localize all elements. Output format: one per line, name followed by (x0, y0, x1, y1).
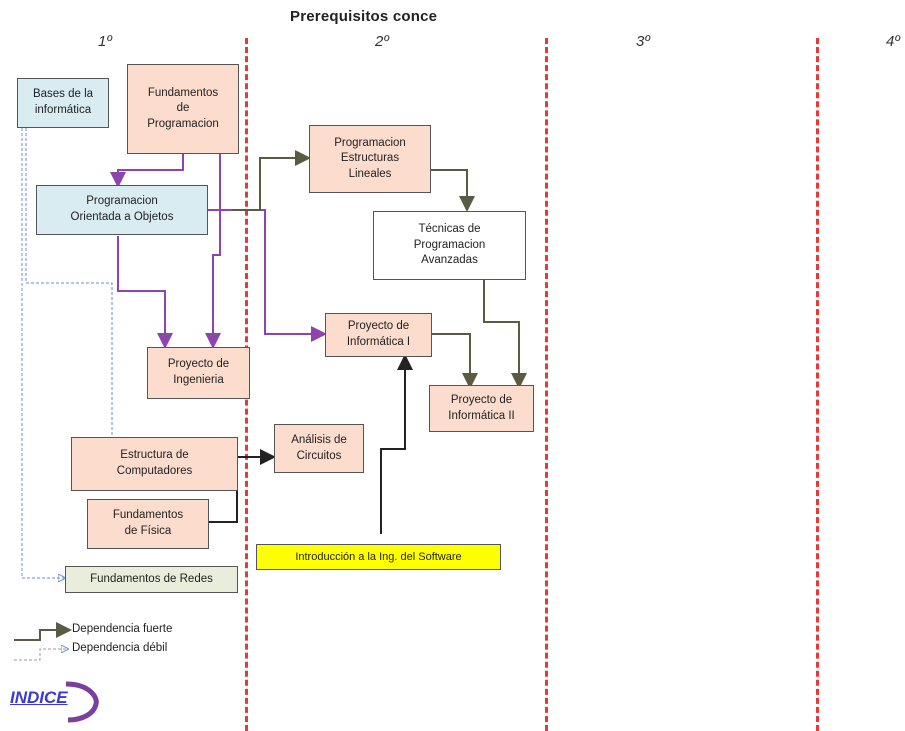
node-tecnicas-programacion: Técnicas de Programacion Avanzadas (373, 211, 526, 280)
node-programacion-estructuras: Programacion Estructuras Lineales (309, 125, 431, 193)
node-fundamentos-programacion: Fundamentos de Programacion (127, 64, 239, 154)
indice-arc-icon (65, 681, 99, 723)
node-introduccion-software: Introducción a la Ing. del Software (256, 544, 501, 570)
node-proyecto-informatica-1: Proyecto de Informática I (325, 313, 432, 357)
node-bases-informatica: Bases de la informática (17, 78, 109, 128)
indice-link[interactable]: INDICE (10, 688, 68, 707)
title-mask (470, 4, 630, 26)
diagram-title: Prerequisitos conce (290, 8, 438, 25)
legend-weak-label: Dependencia débil (72, 642, 168, 654)
node-proyecto-ingenieria: Proyecto de Ingenieria (147, 347, 250, 399)
node-proyecto-informatica-2: Proyecto de Informática II (429, 385, 534, 432)
year-2-label: 2º (375, 33, 389, 50)
year-divider-3 (816, 38, 819, 731)
year-3-label: 3º (636, 33, 650, 50)
year-4-label: 4º (886, 33, 900, 50)
node-fundamentos-redes: Fundamentos de Redes (65, 566, 238, 593)
year-1-label: 1º (98, 33, 112, 50)
node-programacion-objetos: Programacion Orientada a Objetos (36, 185, 208, 235)
node-analisis-circuitos: Análisis de Circuitos (274, 424, 364, 473)
node-estructura-computadores: Estructura de Computadores (71, 437, 238, 491)
legend-strong-label: Dependencia fuerte (72, 623, 173, 635)
node-fundamentos-fisica: Fundamentos de Física (87, 499, 209, 549)
year-divider-2 (545, 38, 548, 731)
